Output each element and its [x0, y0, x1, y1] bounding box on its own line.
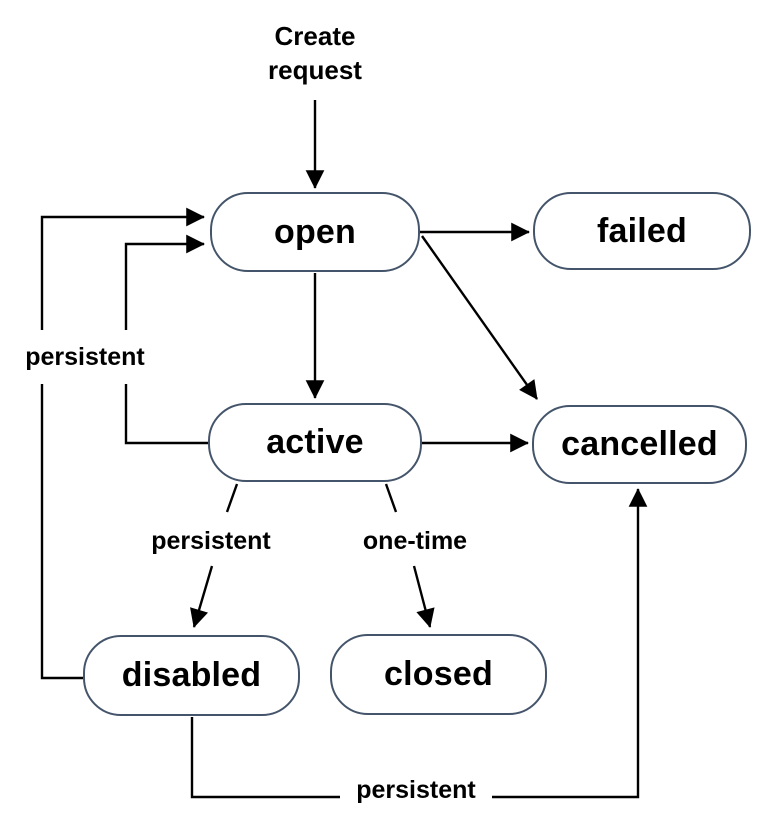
edge-label-persistent-left: persistent — [18, 330, 152, 384]
state-cancelled: cancelled — [532, 405, 747, 484]
state-closed: closed — [330, 634, 547, 715]
edge-open-cancelled — [421, 235, 538, 400]
state-failed: failed — [533, 192, 751, 270]
state-active: active — [208, 403, 422, 482]
state-failed-label: failed — [596, 211, 687, 250]
edge-label-one-time: one-time — [359, 524, 471, 558]
state-open-label: open — [273, 212, 356, 251]
state-closed-label: closed — [384, 655, 493, 693]
state-active-label: active — [266, 423, 364, 461]
edge-active-closed-stub — [384, 483, 398, 513]
edge-active-disabled — [190, 565, 214, 628]
edge-active-disabled-stub — [225, 483, 239, 513]
create-request-label: Create request — [268, 21, 362, 85]
edge-label-persistent-bottom: persistent — [340, 772, 492, 808]
edge-label-persistent-mid: persistent — [146, 524, 276, 558]
edge-disabled-open — [40, 207, 205, 680]
state-disabled: disabled — [83, 635, 300, 716]
state-cancelled-label: cancelled — [561, 425, 718, 463]
edge-active-closed — [412, 565, 435, 628]
state-disabled-label: disabled — [121, 656, 262, 694]
state-open: open — [210, 192, 420, 272]
